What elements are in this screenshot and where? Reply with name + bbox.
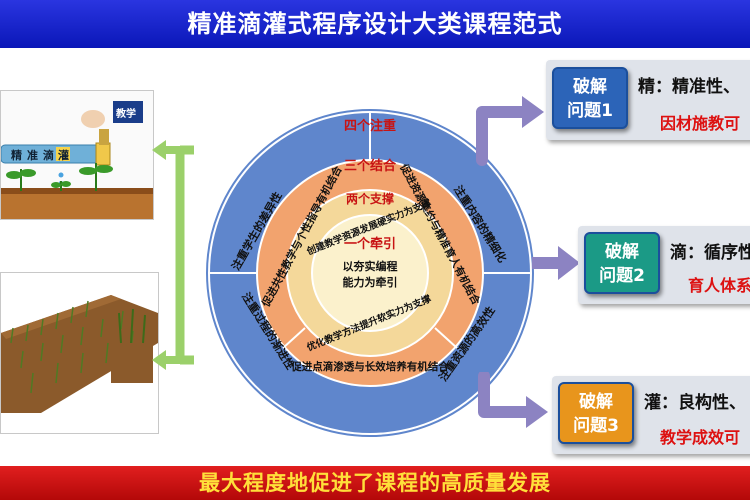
- card-3-badge-line1: 破解: [579, 392, 613, 412]
- green-bracket-arrow: [152, 140, 194, 370]
- pipe-word-4: 灌: [58, 148, 69, 162]
- pipe-word-3: 滴: [43, 148, 54, 162]
- core-text-1: 以夯实编程: [343, 259, 398, 273]
- card-2-line1: 滴：循序性: [670, 243, 750, 263]
- second-ring-title: 两个支撑: [346, 191, 394, 206]
- card-1-badge-line2: 问题1: [567, 101, 613, 121]
- arrow-to-card-3: [478, 372, 548, 428]
- third-ring-title: 三个结合: [344, 158, 397, 174]
- arrow-to-card-1: [476, 96, 544, 166]
- card-2-badge: 破解 问题2: [584, 232, 660, 294]
- card-1-line1: 精：精准性、: [638, 77, 740, 97]
- page-title: 精准滴灌式程序设计大类课程范式: [0, 0, 750, 48]
- arrow-to-card-2: [532, 246, 580, 280]
- card-3-line1: 灌：良构性、: [644, 393, 746, 413]
- pipe-word-1: 精: [11, 148, 22, 162]
- card-2-badge-line2: 问题2: [599, 266, 645, 286]
- card-1-badge: 破解 问题1: [552, 67, 628, 129]
- card-1-badge-line1: 破解: [573, 77, 607, 97]
- drip-irrigation-illustration: 精 准 滴 灌 教学: [0, 90, 154, 220]
- card-3-badge-line2: 问题3: [573, 416, 619, 436]
- core-circle: [312, 215, 428, 331]
- crop-field-illustration: [0, 272, 159, 434]
- outer-ring-title: 四个注重: [344, 118, 396, 134]
- core-diagram: 四个注重 三个结合 两个支撑 一个牵引 以夯实编程 能力为牵引 注重学生的差异性…: [206, 109, 534, 437]
- footer-banner: 最大程度地促进了课程的高质量发展: [0, 466, 750, 500]
- card-3-badge: 破解 问题3: [558, 382, 634, 444]
- card-3-line2: 教学成效可: [660, 428, 741, 447]
- card-1-line2: 因材施教可: [660, 114, 741, 133]
- core-title: 一个牵引: [344, 236, 396, 252]
- third-segment-3: 促进点滴渗透与长效培养有机结合: [290, 360, 449, 373]
- card-2-badge-line1: 破解: [605, 242, 639, 262]
- pipe-word-2: 准: [27, 148, 38, 162]
- core-text-2: 能力为牵引: [343, 275, 398, 289]
- photo-tag: 教学: [115, 107, 136, 120]
- card-2-line2: 育人体系: [688, 276, 750, 295]
